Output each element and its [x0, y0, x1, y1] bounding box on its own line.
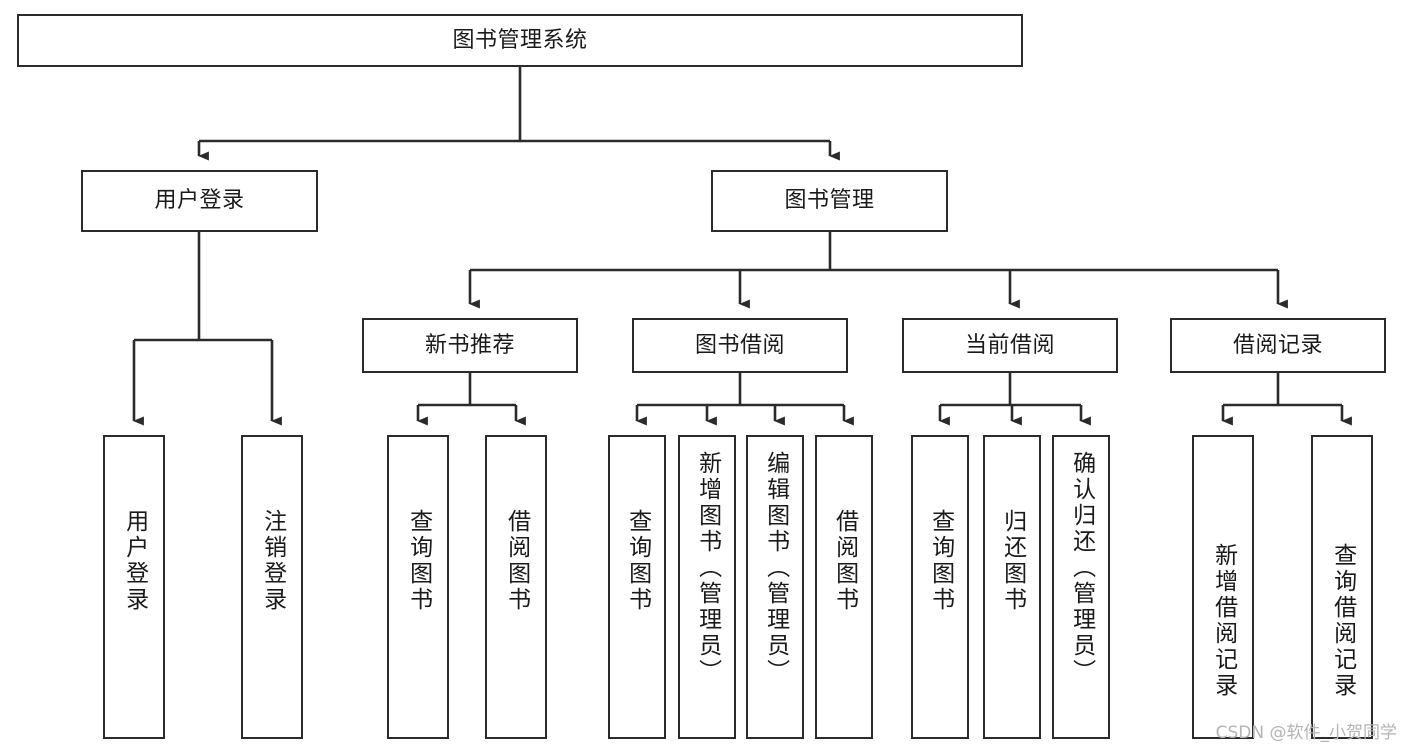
node-leaf-label: 查询图书	[624, 509, 651, 613]
node-leaf-logout[interactable]: 注销登录	[241, 435, 303, 739]
node-leaf-label: 查询图书	[405, 509, 432, 613]
node-book-management-label: 图书管理	[784, 188, 875, 214]
node-new-book-recommend-label: 新书推荐	[424, 332, 515, 358]
node-root-label: 图书管理系统	[452, 27, 588, 53]
node-leaf-label: 新增图书（管理员）	[694, 451, 721, 685]
node-leaf-label: 查询借阅记录	[1329, 543, 1356, 699]
node-leaf-label: 借阅图书	[503, 509, 530, 613]
node-root-system[interactable]: 图书管理系统	[17, 14, 1023, 67]
node-leaf-borrow-book-2[interactable]: 借阅图书	[815, 435, 873, 739]
node-borrow-record-label: 借阅记录	[1232, 332, 1323, 358]
node-book-borrow[interactable]: 图书借阅	[632, 318, 848, 373]
node-leaf-query-book-2[interactable]: 查询图书	[608, 435, 666, 739]
node-leaf-label: 用户登录	[121, 509, 148, 613]
node-leaf-label: 确认归还（管理员）	[1068, 451, 1095, 685]
node-leaf-add-book-admin[interactable]: 新增图书（管理员）	[678, 435, 736, 739]
node-leaf-return-book[interactable]: 归还图书	[983, 435, 1041, 739]
node-leaf-query-book-3[interactable]: 查询图书	[911, 435, 969, 739]
node-leaf-label: 查询图书	[927, 509, 954, 613]
node-borrow-record[interactable]: 借阅记录	[1170, 318, 1386, 373]
node-current-borrow-label: 当前借阅	[964, 332, 1055, 358]
node-leaf-label: 归还图书	[999, 509, 1026, 613]
node-user-login[interactable]: 用户登录	[81, 170, 318, 232]
node-leaf-label: 注销登录	[259, 509, 286, 613]
node-leaf-query-book-1[interactable]: 查询图书	[387, 435, 449, 739]
node-book-borrow-label: 图书借阅	[694, 332, 785, 358]
node-user-login-label: 用户登录	[154, 188, 245, 214]
node-leaf-query-borrow-record[interactable]: 查询借阅记录	[1311, 435, 1373, 739]
node-leaf-confirm-return-admin[interactable]: 确认归还（管理员）	[1052, 435, 1110, 739]
node-leaf-label: 借阅图书	[831, 509, 858, 613]
node-leaf-user-login[interactable]: 用户登录	[103, 435, 165, 739]
node-leaf-label: 编辑图书（管理员）	[762, 451, 789, 685]
node-leaf-edit-book-admin[interactable]: 编辑图书（管理员）	[746, 435, 804, 739]
node-leaf-borrow-book-1[interactable]: 借阅图书	[485, 435, 547, 739]
node-book-management[interactable]: 图书管理	[711, 170, 948, 232]
node-new-book-recommend[interactable]: 新书推荐	[362, 318, 578, 373]
node-leaf-label: 新增借阅记录	[1210, 543, 1237, 699]
node-leaf-add-borrow-record[interactable]: 新增借阅记录	[1192, 435, 1254, 739]
node-current-borrow[interactable]: 当前借阅	[902, 318, 1118, 373]
